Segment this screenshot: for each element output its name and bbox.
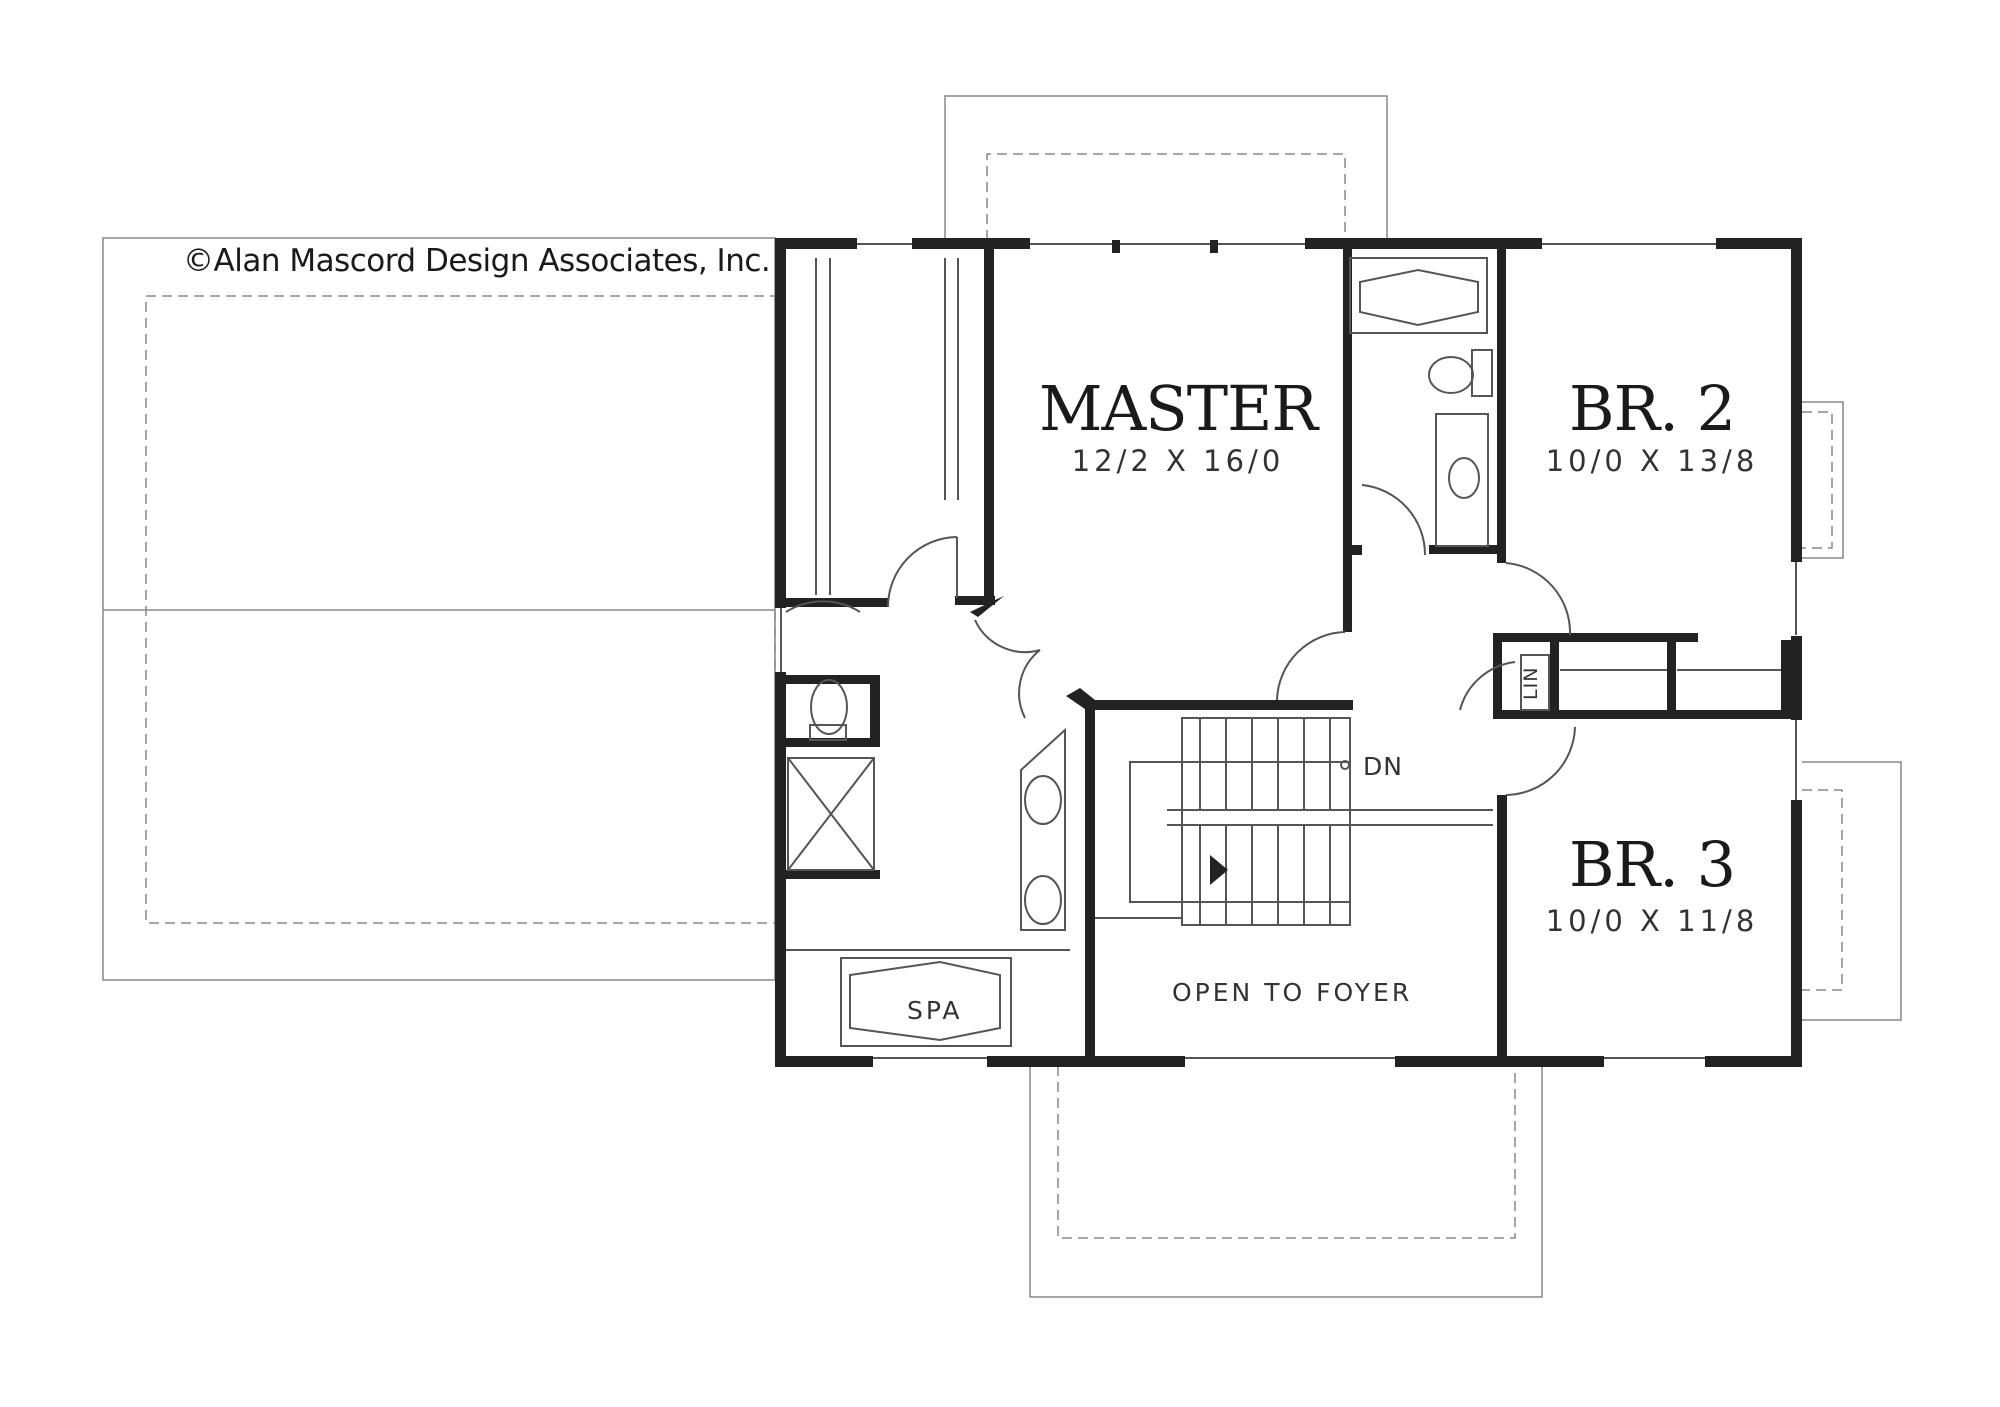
- room-name-br2: BR. 2: [1568, 372, 1736, 445]
- diagonal-wall: [1066, 688, 1095, 716]
- room-dims-br2: 10/0 X 13/8: [1545, 444, 1759, 478]
- exterior-walls: [775, 238, 1802, 1067]
- closet-shelving: [815, 258, 959, 595]
- room-name-master: MASTER: [1038, 372, 1318, 445]
- label-open-to-foyer: OPEN TO FOYER: [1172, 978, 1413, 1007]
- label-spa: SPA: [907, 996, 963, 1025]
- interior-walls: [786, 245, 1792, 1066]
- room-name-br3: BR. 3: [1568, 828, 1736, 901]
- master-bath-fixtures: [786, 679, 1070, 1047]
- linen-closet-shelving: [1520, 654, 1781, 711]
- room-dims-master: 12/2 X 16/0: [1071, 444, 1285, 478]
- copyright-notice: ©Alan Mascord Design Associates, Inc.: [183, 243, 771, 279]
- staircase: [1095, 717, 1493, 926]
- front-porch-outline: [1029, 1066, 1543, 1298]
- right-bay-outlines: [1802, 401, 1902, 1021]
- top-balcony-outline: [944, 95, 1388, 240]
- room-dims-br3: 10/0 X 11/8: [1545, 904, 1759, 938]
- garage-roof: [102, 237, 776, 981]
- label-stair-down: DN: [1363, 752, 1403, 781]
- label-linen: LIN: [1520, 666, 1542, 700]
- hall-bath-fixtures: [1349, 257, 1493, 547]
- door-swings: [785, 484, 1576, 796]
